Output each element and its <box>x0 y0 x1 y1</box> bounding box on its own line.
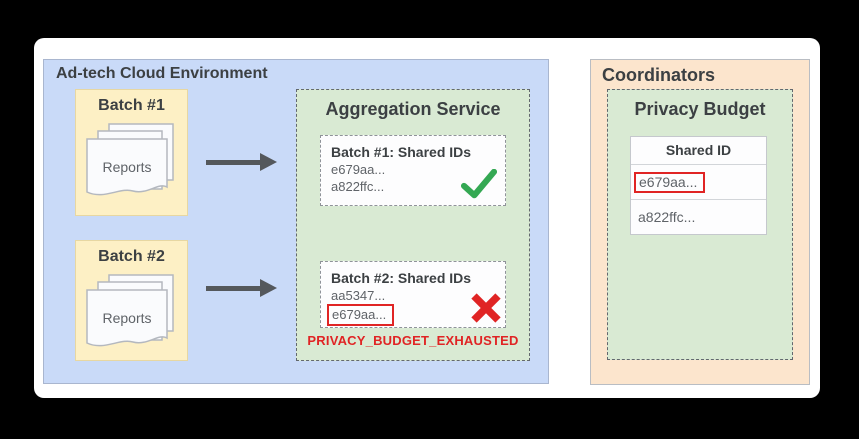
shared-id-highlight-box: e679aa... <box>634 171 706 193</box>
batch-2-result-title: Batch #2: Shared IDs <box>331 270 472 286</box>
batch-2-box: Batch #2 Reports <box>75 240 188 361</box>
batch-1-label: Batch #1 <box>98 97 165 114</box>
arrow-right-icon <box>206 153 277 171</box>
diagram-card: Ad-tech Cloud Environment Batch #1 Repor… <box>34 38 820 398</box>
shared-id-value: a822ffc... <box>331 179 385 194</box>
shared-id-value: a822ffc... <box>638 209 696 225</box>
coordinators-title: Coordinators <box>602 65 716 85</box>
arrow-head <box>260 279 277 297</box>
aggregation-service-panel: Aggregation Service Batch #1: Shared IDs… <box>296 89 530 361</box>
privacy-budget-exhausted-label: PRIVACY_BUDGET_EXHAUSTED <box>307 333 519 348</box>
aggregation-service-title: Aggregation Service <box>325 99 501 119</box>
check-icon <box>461 169 497 199</box>
batch-1-result-title: Batch #1: Shared IDs <box>331 144 472 160</box>
shared-id-table: Shared ID e679aa... a822ffc... <box>630 136 767 235</box>
reports-stack-icon: Reports <box>85 123 177 205</box>
arrow-right-icon <box>206 279 277 297</box>
table-row: a822ffc... <box>631 199 766 234</box>
arrow-shaft <box>206 285 260 291</box>
duplicate-id-highlight-box: e679aa... <box>327 304 395 326</box>
x-icon <box>471 293 501 323</box>
adtech-environment-panel: Ad-tech Cloud Environment Batch #1 Repor… <box>43 59 549 384</box>
table-row: e679aa... <box>631 165 766 199</box>
batch-1-result-box: Batch #1: Shared IDs e679aa... a822ffc..… <box>320 135 506 206</box>
arrow-shaft <box>206 159 260 165</box>
privacy-budget-title: Privacy Budget <box>634 99 766 119</box>
batch-2-result-box: Batch #2: Shared IDs aa5347... e679aa... <box>320 261 506 328</box>
arrow-head <box>260 153 277 171</box>
shared-id-value: e679aa... <box>332 307 387 322</box>
shared-id-value: e679aa... <box>331 162 386 177</box>
shared-id-value: e679aa... <box>639 173 698 190</box>
batch-2-label: Batch #2 <box>98 248 165 265</box>
shared-id-table-header: Shared ID <box>631 137 766 165</box>
adtech-environment-title: Ad-tech Cloud Environment <box>56 65 268 82</box>
stacked-pages-icon <box>86 274 174 347</box>
privacy-budget-panel: Privacy Budget Shared ID e679aa... a822f… <box>607 89 793 360</box>
reports-label: Reports <box>102 310 152 326</box>
coordinators-panel: Coordinators Privacy Budget Shared ID e6… <box>590 59 810 385</box>
batch-1-box: Batch #1 Reports <box>75 89 188 216</box>
stacked-pages-icon <box>86 123 174 196</box>
reports-stack-icon: Reports <box>85 274 177 356</box>
reports-label: Reports <box>102 159 152 175</box>
shared-id-value: aa5347... <box>331 288 386 303</box>
